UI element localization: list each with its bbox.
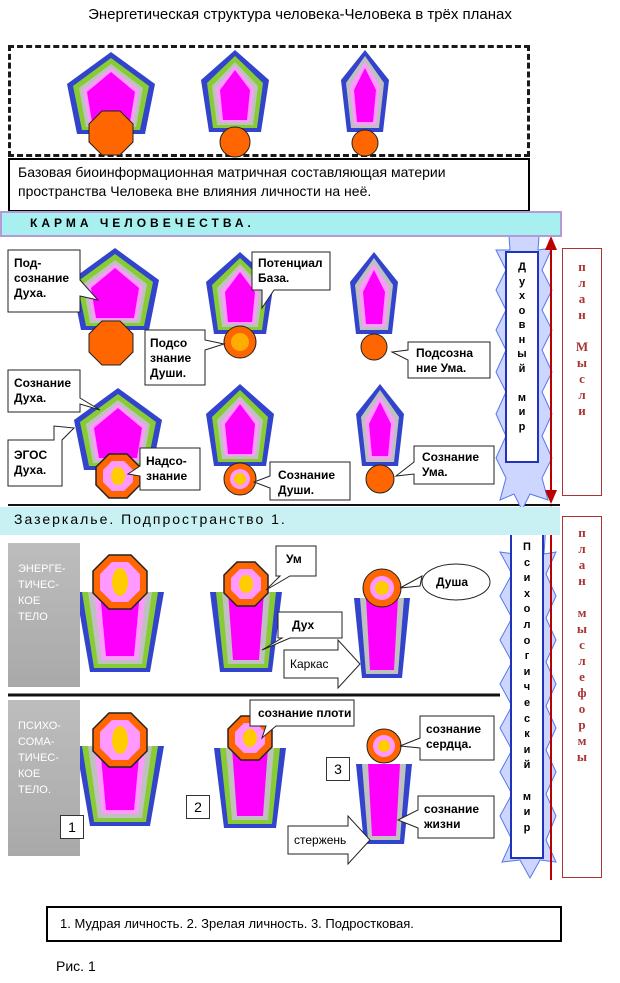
callout-egos-duha: ЭГОС Духа. — [14, 448, 48, 477]
callout-soznanie-serdca: сознание сердца. — [426, 722, 482, 751]
description-box: Базовая биоинформационная матричная сост… — [8, 158, 530, 212]
callout-podsoznanie-uma: Подсозна ние Ума. — [416, 346, 473, 375]
plan-mysli-arrow-down — [545, 490, 557, 504]
callout-soznanie-zhizni: сознание жизни — [424, 802, 480, 831]
callout-dusha: Душа — [436, 575, 469, 589]
callout-soznanie-uma: Сознание Ума. — [422, 450, 480, 479]
callout-soznanie-dushi-bubble — [252, 461, 351, 501]
podsoznanie-orb-3 — [360, 333, 388, 361]
psycho-cup-3 — [356, 764, 412, 844]
psychological-world-label: П с и х о л о г и ч е с к и й м и р — [522, 541, 532, 834]
callout-podsoznanie-duha-bubble — [7, 249, 100, 313]
callout-soznanie-zhizni-bubble — [396, 795, 495, 839]
callout-dusha-tail — [399, 575, 423, 589]
plan-mysleformy-label: п л а н м ы с л е ф о р м ы — [562, 516, 602, 878]
callout-sterzhen-arrow — [287, 814, 371, 866]
callout-soznanie-ploti: сознание плоти — [258, 706, 352, 720]
upper-orb-2 — [219, 126, 251, 158]
plan-mysli-arrow-up — [545, 236, 557, 250]
page-title: Энергетическая структура человека-Челове… — [88, 6, 512, 23]
callout-soznanie-dushi: Сознание Души. — [278, 468, 336, 497]
legend-box: 1. Мудрая личность. 2. Зрелая личность. … — [46, 906, 562, 942]
energy-orb-3 — [362, 568, 402, 608]
number-1: 1 — [60, 815, 84, 839]
callout-soznanie-ploti-bubble — [249, 699, 355, 740]
spiritual-world-box — [505, 251, 539, 463]
callout-soznanie-duha: Сознание Духа. — [14, 376, 72, 405]
upper-plane-frame — [8, 45, 530, 157]
callout-podsoznanie-duha: Под- сознание Духа. — [14, 256, 70, 300]
callout-dusha-bubble — [421, 563, 491, 601]
soznanie-shape-2 — [206, 384, 274, 466]
callout-um-bubble — [265, 545, 317, 591]
callout-karkas: Каркас — [290, 657, 329, 671]
callout-nadsoznanie-bubble — [126, 447, 201, 491]
spiritual-world-label: Д у х о в н ы й м и р — [517, 261, 527, 433]
psycho-orb-3 — [366, 728, 402, 764]
callout-duh: Дух — [292, 618, 315, 632]
figure-caption: Рис. 1 — [56, 958, 96, 974]
callout-podsoznanie-dushi: Подсо знание Души. — [150, 336, 192, 380]
callout-soznanie-serdca-bubble — [399, 715, 495, 761]
callout-karkas-arrow — [283, 638, 361, 690]
zazerkalye-band: Зазеркалье. Подпространство 1. — [0, 507, 560, 535]
callout-nadsoznanie: Надсо- знание — [146, 454, 188, 483]
podsoznanie-orb-2-core — [231, 333, 249, 351]
soznanie-orb-2-core — [234, 473, 246, 485]
karma-band: КАРМА ЧЕЛОВЕЧЕСТВА. — [0, 211, 562, 237]
podsoznanie-shape-3 — [350, 252, 398, 334]
soznanie-orb-3 — [365, 464, 395, 494]
soznanie-shape-3 — [356, 384, 404, 466]
upper-shape-3 — [341, 50, 389, 132]
energy-orb-1 — [92, 554, 148, 610]
callout-soznanie-uma-bubble — [394, 445, 495, 485]
upper-orb-3 — [351, 129, 379, 157]
upper-shape-2 — [201, 50, 269, 132]
number-3: 3 — [326, 757, 350, 781]
energy-cup-3 — [354, 598, 410, 678]
plan-mysli-label: п л а н М ы с л и — [562, 248, 602, 496]
upper-orb-1 — [88, 110, 134, 156]
callout-um: Ум — [286, 552, 302, 566]
podsoznanie-orb-1 — [88, 320, 134, 366]
psycho-orb-1 — [92, 712, 148, 768]
callout-podsoznanie-dushi-bubble — [144, 329, 226, 386]
callout-potencial-bubble — [251, 251, 331, 310]
soznanie-orb-1 — [95, 453, 141, 499]
callout-duh-bubble — [261, 611, 343, 651]
energetic-body-label: ЭНЕРГЕ- ТИЧЕС- КОЕ ТЕЛО — [8, 543, 80, 687]
callout-egos-duha-bubble — [7, 425, 76, 487]
energy-orb-2 — [223, 561, 269, 607]
callout-soznanie-duha-bubble — [7, 369, 101, 413]
number-2: 2 — [186, 795, 210, 819]
callout-sterzhen: стержень — [294, 833, 347, 847]
callout-potencial: Потенциал База. — [258, 256, 323, 285]
psychological-world-box — [510, 533, 544, 859]
callout-podsoznanie-uma-bubble — [390, 341, 491, 379]
